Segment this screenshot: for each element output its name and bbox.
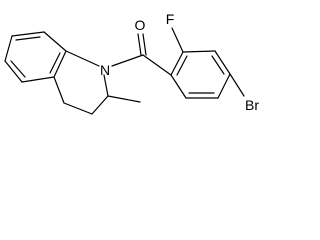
bond-c3-c4 <box>214 50 231 75</box>
bond-c2-fluorine <box>171 27 184 53</box>
bond-carbonyl-o-a <box>137 33 142 56</box>
double-bond-c8-c7 <box>15 36 41 41</box>
bond-c3-c2 <box>91 95 109 115</box>
bond-c6-c1 <box>170 74 187 99</box>
piperidine-ring <box>53 50 141 115</box>
bond-carbonyl-o-b <box>142 33 147 56</box>
nitrogen-label: N <box>100 62 110 78</box>
benzo-ring <box>4 31 67 83</box>
structure-canvas: O F N Br <box>4 11 260 115</box>
carbonyl-group <box>111 33 172 76</box>
bond-c8a-n1 <box>65 50 100 67</box>
bond-c8-c7 <box>11 31 45 37</box>
bond-c4-bromine <box>229 73 245 97</box>
double-bond-c4a-c8a <box>49 52 61 74</box>
double-bond-c6-c5 <box>10 60 26 78</box>
oxygen-label: O <box>135 17 146 33</box>
double-bond-c3-c4 <box>211 55 225 75</box>
fluorine-label: F <box>166 11 175 27</box>
bond-c4a-c4 <box>53 76 65 104</box>
bond-c1-c2 <box>170 51 184 76</box>
bond-c8a-c8 <box>43 31 67 52</box>
bond-c4-c5 <box>217 73 231 99</box>
bond-c2-methyl <box>107 95 141 103</box>
aryl-ring <box>170 27 245 99</box>
bond-carbonyl-aryl <box>142 54 172 76</box>
atom-labels: O F N Br <box>100 11 259 113</box>
bond-c2-c3 <box>182 50 216 53</box>
bond-c5-c4a <box>21 76 55 83</box>
bromine-label: Br <box>245 97 259 113</box>
bond-c4a-c8a <box>53 50 67 78</box>
bond-n1-carbonyl <box>111 54 144 67</box>
double-bond-c1-c2 <box>176 55 188 76</box>
bond-c2-n1 <box>103 74 109 97</box>
bond-c4-c3 <box>63 102 93 115</box>
molecule-diagram: O F N Br <box>4 11 259 115</box>
bond-c6-c5 <box>4 60 23 83</box>
bond-c7-c6 <box>4 35 13 62</box>
